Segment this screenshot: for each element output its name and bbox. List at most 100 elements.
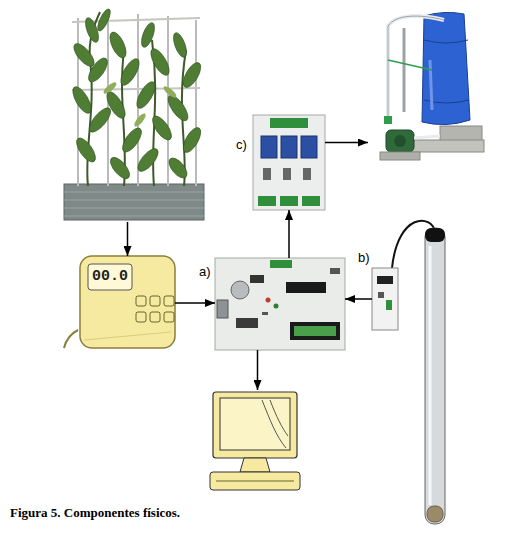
ph-meter	[164, 312, 174, 322]
moisture-probe	[386, 300, 392, 310]
ph-meter	[136, 296, 174, 322]
relay-board	[280, 196, 298, 206]
water-tank-pump	[384, 116, 392, 124]
controller-board	[250, 275, 264, 283]
controller-board	[231, 281, 249, 299]
display-reading: 00.0	[88, 264, 132, 290]
vanilla-plant	[180, 125, 204, 155]
ph-meter	[64, 256, 175, 348]
controller-board	[217, 300, 228, 318]
computer-monitor	[262, 400, 288, 448]
water-tank-pump	[388, 60, 432, 70]
vanilla-plant	[64, 7, 204, 220]
water-tank-pump	[380, 12, 484, 160]
figure-caption: Figura 5. Componentes físicos.	[10, 505, 180, 521]
vanilla-plant	[69, 84, 94, 116]
controller-board	[270, 260, 292, 268]
vanilla-plant	[103, 89, 128, 121]
controller-board	[294, 326, 336, 336]
monitor-box	[205, 390, 300, 495]
water-tank-pump	[404, 140, 484, 152]
moisture-probe	[372, 268, 398, 330]
controller-board	[215, 258, 345, 350]
ph-meter	[136, 312, 146, 322]
vanilla-plant	[70, 40, 97, 69]
ph-meter	[64, 330, 78, 348]
vanilla-plant	[147, 46, 172, 78]
water-tank-pump	[388, 16, 444, 118]
relay-board	[261, 136, 277, 158]
controller-board	[330, 268, 340, 274]
controller-board	[266, 298, 271, 303]
vanilla-plant	[107, 154, 133, 182]
board-box: a)	[215, 258, 345, 350]
ph-meter	[84, 332, 171, 340]
controller-board	[290, 322, 340, 340]
ph-meter	[80, 256, 175, 348]
vanilla-plant	[164, 92, 191, 123]
relay-board	[303, 168, 311, 180]
flow-arrow	[257, 350, 259, 390]
relay-board	[302, 196, 320, 206]
vanilla-plant	[64, 184, 204, 220]
controller-board	[236, 318, 258, 328]
photo-box	[60, 5, 205, 222]
relay-board	[283, 168, 291, 180]
water-tank-pump	[430, 60, 432, 110]
vanilla-plant	[117, 56, 142, 88]
part-letter: a)	[199, 264, 211, 279]
relay-board	[253, 115, 325, 210]
water-tank-pump	[403, 28, 406, 112]
moisture-probe	[378, 292, 384, 298]
moisture-probe	[429, 246, 432, 505]
vanilla-plant	[102, 81, 178, 128]
controller-board	[286, 282, 326, 293]
vanilla-plant	[107, 30, 130, 60]
relay-box: c)	[253, 115, 325, 210]
flow-arrow	[345, 298, 372, 300]
vanilla-plant	[166, 155, 191, 181]
computer-monitor	[213, 392, 297, 458]
moisture-probe	[425, 228, 445, 242]
controller-board	[274, 304, 279, 309]
vanilla-plant	[69, 7, 204, 181]
computer-monitor	[210, 472, 300, 490]
vanilla-plant	[119, 125, 145, 155]
computer-monitor	[220, 398, 290, 450]
sensor-box: b)	[372, 268, 398, 330]
vanilla-plant	[171, 31, 189, 59]
part-letter: c)	[236, 137, 247, 152]
water-tank-pump	[422, 12, 470, 124]
ph-meter	[150, 312, 160, 322]
water-tank-pump	[386, 130, 414, 152]
ph-meter	[164, 296, 174, 306]
computer-monitor	[216, 481, 294, 482]
water-tank-pump	[394, 135, 406, 147]
moisture-probe	[377, 276, 393, 284]
moisture-probe	[425, 228, 445, 524]
moisture-probe	[427, 506, 443, 522]
ph-meter	[136, 296, 146, 306]
vanilla-plant	[149, 113, 175, 143]
vanilla-plant	[78, 14, 196, 186]
computer-monitor	[240, 458, 270, 472]
vanilla-plant	[102, 81, 118, 96]
moisture-probe	[372, 221, 445, 524]
controller-board	[262, 312, 268, 315]
water-tank-pump	[380, 152, 420, 160]
meter-box: 00.0	[80, 256, 175, 348]
flow-arrow	[127, 222, 129, 256]
part-letter: b)	[358, 250, 370, 265]
water-tank-pump	[414, 136, 440, 138]
vanilla-plant	[133, 79, 158, 111]
flow-arrow	[288, 210, 290, 258]
ph-meter	[150, 296, 160, 306]
relay-board	[258, 196, 276, 206]
relay-board	[301, 136, 317, 158]
computer-monitor	[210, 392, 300, 490]
vanilla-plant	[180, 60, 204, 90]
vanilla-plant	[64, 192, 204, 216]
photo-box	[368, 8, 485, 170]
